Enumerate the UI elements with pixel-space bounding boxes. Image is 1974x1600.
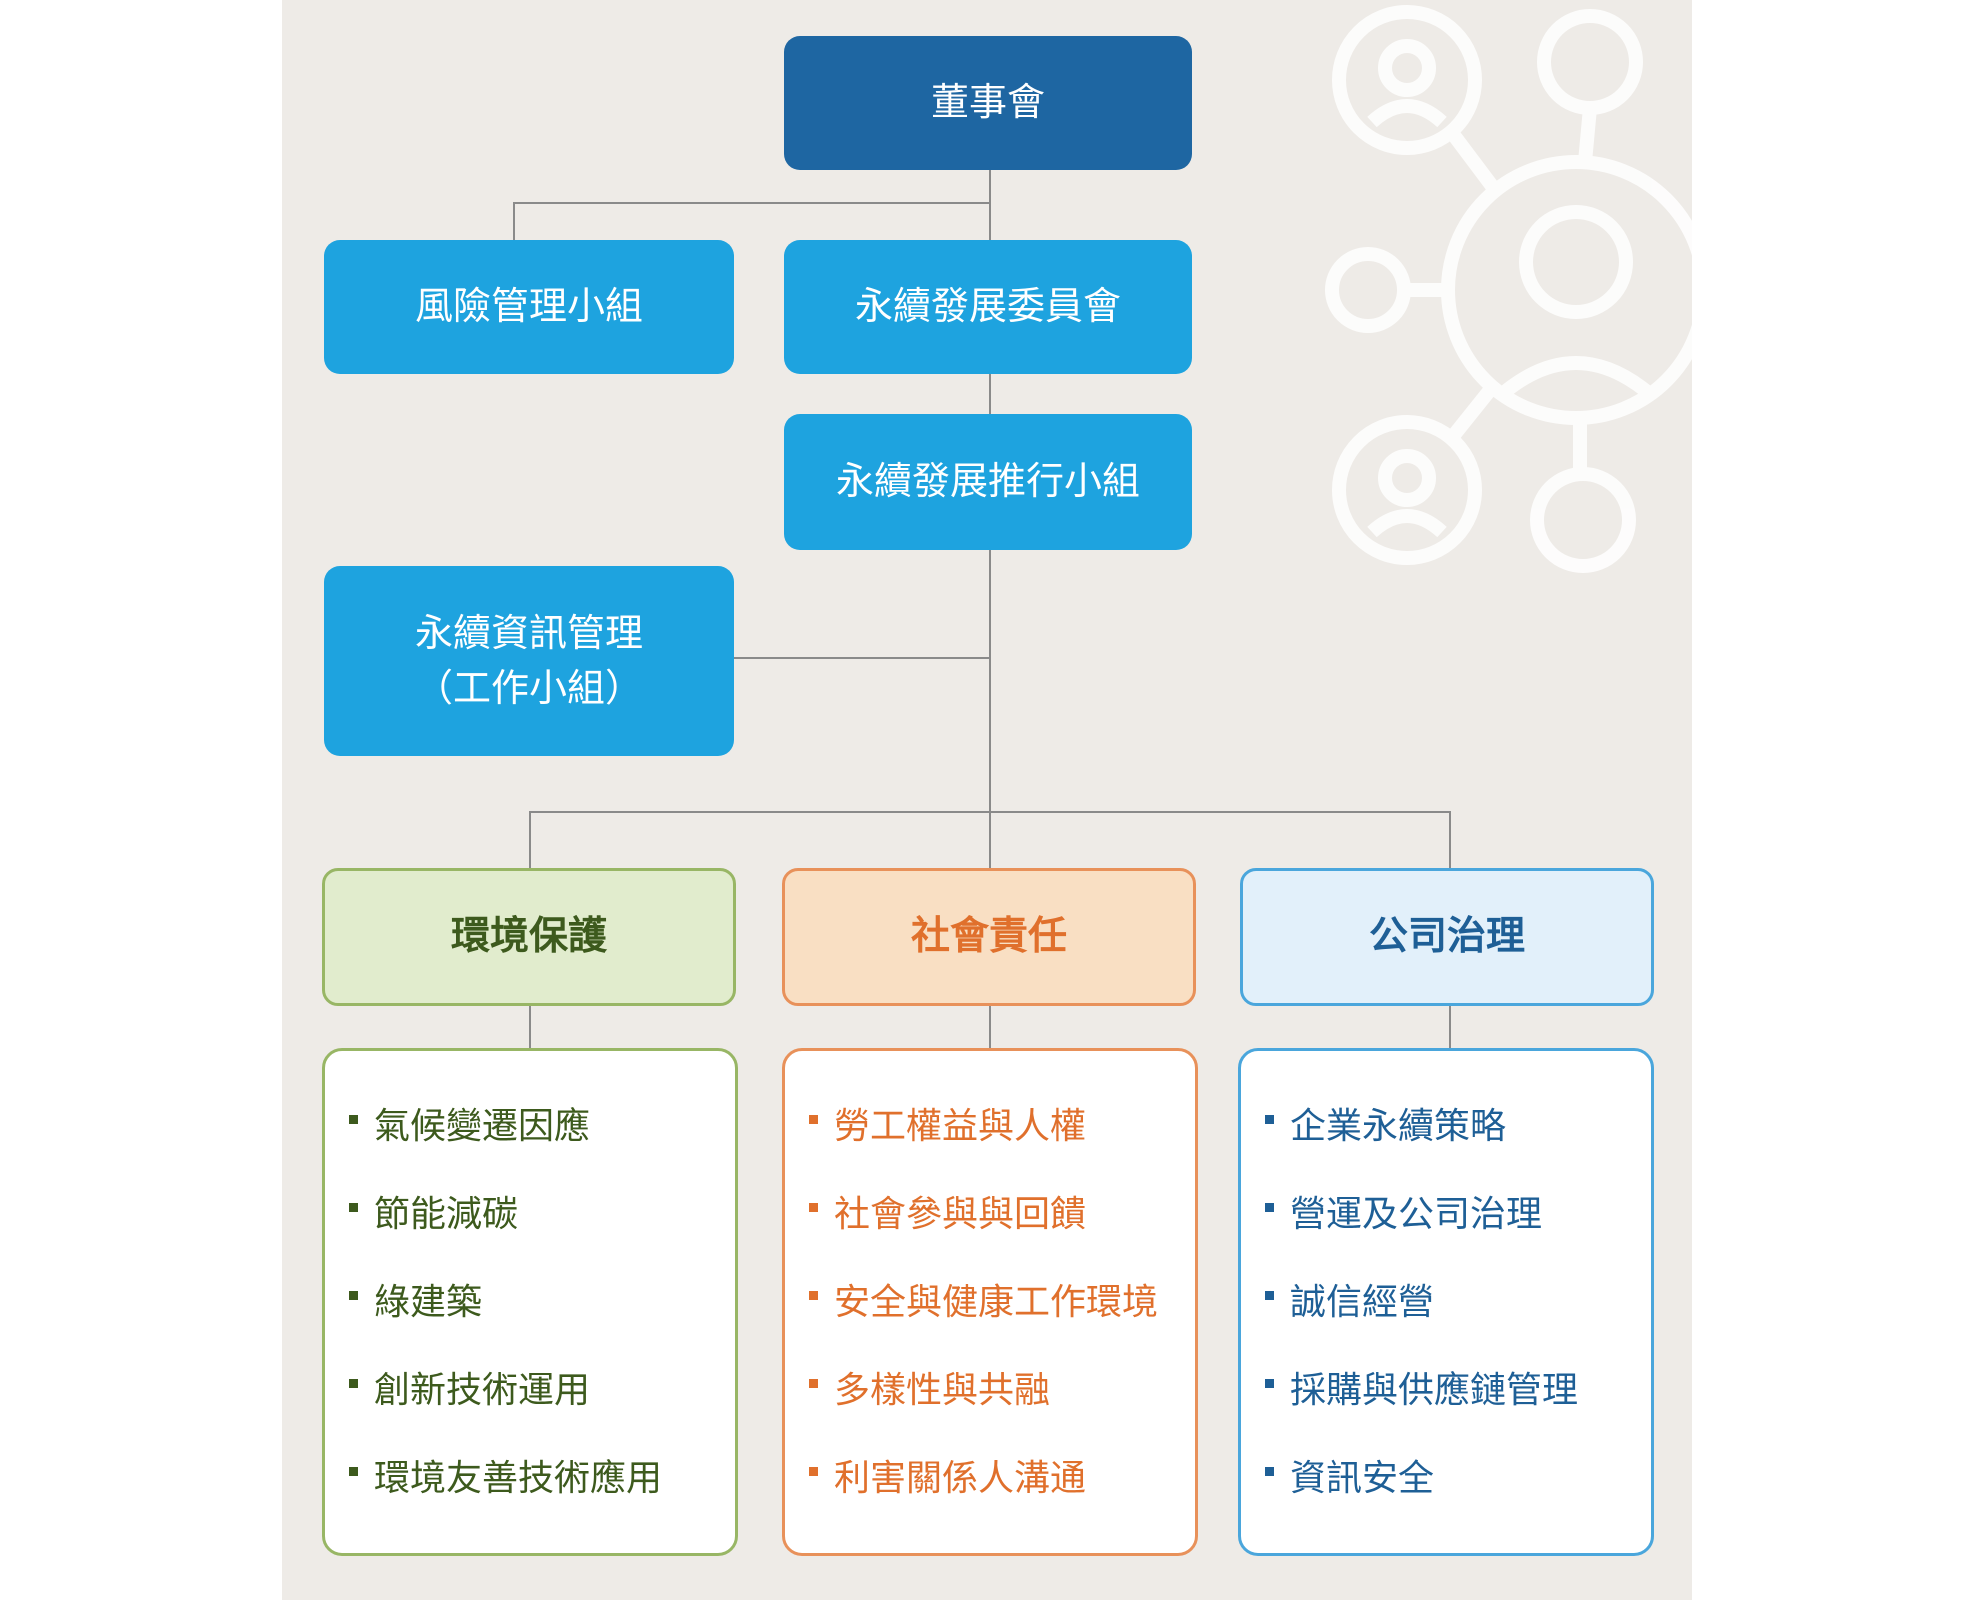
bullet-icon [809,1467,818,1476]
bullet-icon [1265,1467,1274,1476]
social-topics-list: 勞工權益與人權 社會參與與回饋 安全與健康工作環境 多樣性與共融 利害關係人溝通 [782,1048,1198,1556]
list-item: 資訊安全 [1263,1449,1651,1537]
bullet-icon [809,1291,818,1300]
category-environment-title: 環境保護 [450,913,607,959]
sustainability-committee-box: 永續發展委員會 [784,240,1192,374]
list-item: 多樣性與共融 [807,1361,1195,1449]
list-item: 安全與健康工作環境 [807,1273,1195,1361]
bullet-icon [349,1467,358,1476]
bullet-icon [1265,1291,1274,1300]
list-item: 節能減碳 [347,1185,735,1273]
sustainability-committee-label: 永續發展委員會 [854,284,1121,329]
list-item: 企業永續策略 [1263,1097,1651,1185]
bullet-icon [809,1203,818,1212]
sustainability-promotion-group-box: 永續發展推行小組 [784,414,1192,550]
bullet-icon [1265,1379,1274,1388]
bullet-icon [1265,1115,1274,1124]
category-environment-box: 環境保護 [322,868,736,1006]
bullet-icon [349,1291,358,1300]
list-item: 營運及公司治理 [1263,1185,1651,1273]
list-item: 利害關係人溝通 [807,1449,1195,1537]
sustainability-info-group-label: 永續資訊管理 [414,610,643,655]
risk-management-group-label: 風險管理小組 [414,284,643,329]
list-item: 環境友善技術應用 [347,1449,735,1537]
list-item: 社會參與與回饋 [807,1185,1195,1273]
governance-topics-list: 企業永續策略 營運及公司治理 誠信經營 採購與供應鏈管理 資訊安全 [1238,1048,1654,1556]
bullet-icon [349,1203,358,1212]
sustainability-promotion-group-label: 永續發展推行小組 [835,459,1140,504]
sustainability-info-group-box: 永續資訊管理 （工作小組） [324,566,734,756]
category-social-box: 社會責任 [782,868,1196,1006]
category-governance-box: 公司治理 [1240,868,1654,1006]
risk-management-group-box: 風險管理小組 [324,240,734,374]
list-item: 氣候變遷因應 [347,1097,735,1185]
category-social-title: 社會責任 [910,913,1067,959]
sustainability-info-group-sublabel: （工作小組） [414,666,643,710]
bullet-icon [349,1379,358,1388]
list-item: 勞工權益與人權 [807,1097,1195,1185]
list-item: 綠建築 [347,1273,735,1361]
list-item: 創新技術運用 [347,1361,735,1449]
bullet-icon [1265,1203,1274,1212]
list-item: 採購與供應鏈管理 [1263,1361,1651,1449]
board-label: 董事會 [930,80,1045,125]
environment-topics-list: 氣候變遷因應 節能減碳 綠建築 創新技術運用 環境友善技術應用 [322,1048,738,1556]
bullet-icon [349,1115,358,1124]
bullet-icon [809,1379,818,1388]
category-governance-title: 公司治理 [1368,913,1525,959]
bullet-icon [809,1115,818,1124]
board-box: 董事會 [784,36,1192,170]
list-item: 誠信經營 [1263,1273,1651,1361]
